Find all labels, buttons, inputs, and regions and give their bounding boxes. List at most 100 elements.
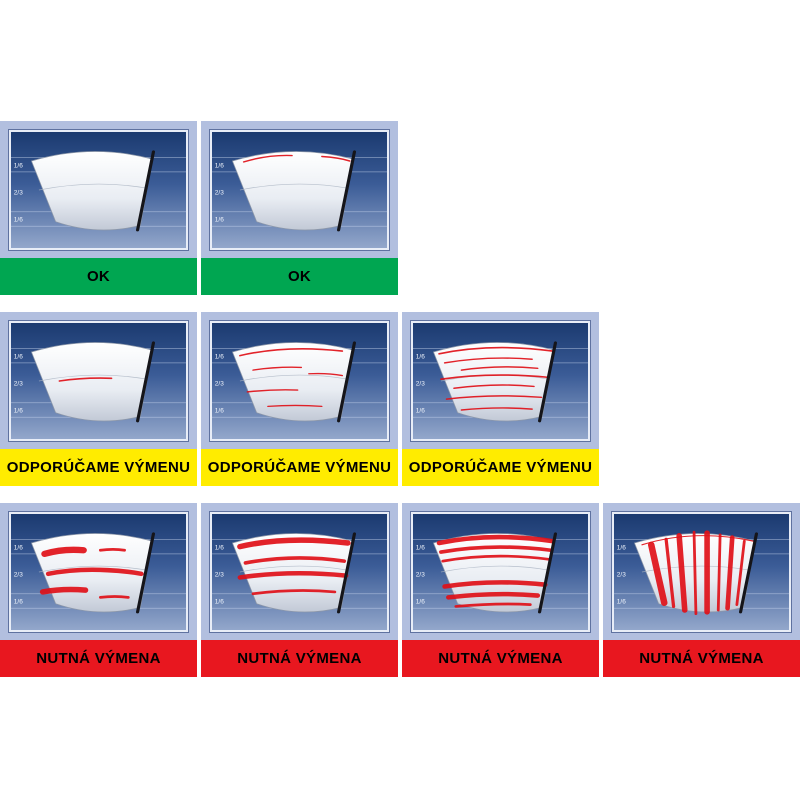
wear-streak	[237, 571, 349, 580]
tick-bottom: 1/6	[215, 217, 224, 224]
wear-streaks	[438, 346, 554, 411]
status-label-required: NUTNÁ VÝMENA	[402, 640, 599, 677]
wear-streak	[39, 586, 89, 595]
status-label-required: NUTNÁ VÝMENA	[603, 640, 800, 677]
wear-streak	[252, 366, 303, 371]
tick-bottom: 1/6	[14, 408, 23, 415]
tick-middle: 2/3	[215, 190, 224, 197]
wipe-reflection-line	[239, 565, 348, 573]
tick-middle: 2/3	[416, 381, 425, 388]
wear-streak	[243, 556, 347, 565]
wear-streak	[440, 374, 550, 381]
zone-tick-labels: 1/62/31/6	[215, 162, 224, 223]
wipe-reflection-line	[440, 565, 549, 573]
wear-streak	[735, 539, 746, 606]
tick-middle: 2/3	[14, 190, 23, 197]
wear-streak	[445, 395, 543, 400]
wipe-reflection-line	[38, 565, 147, 573]
windshield-svg: 1/62/31/6	[413, 514, 588, 630]
wear-streak	[453, 384, 535, 389]
tick-middle: 2/3	[14, 381, 23, 388]
tick-top: 1/6	[416, 353, 425, 360]
tick-bottom: 1/6	[14, 217, 23, 224]
wear-streak	[442, 580, 548, 589]
wear-streak	[251, 589, 337, 596]
wear-streak	[436, 534, 555, 546]
wear-streaks	[436, 534, 555, 608]
zone-tick-labels: 1/62/31/6	[14, 544, 23, 605]
wear-streak	[647, 541, 668, 606]
wiper-blade	[337, 341, 357, 423]
wear-streak	[321, 155, 351, 162]
windshield-svg: 1/62/31/6	[614, 514, 789, 630]
wear-streak	[267, 404, 323, 408]
status-label-required: NUTNÁ VÝMENA	[0, 640, 197, 677]
wiper-blade	[136, 150, 156, 232]
status-label-ok: OK	[0, 258, 197, 295]
windshield-svg: 1/62/31/6	[11, 132, 186, 248]
wear-streak	[641, 535, 755, 546]
zone-tick-labels: 1/62/31/6	[215, 353, 224, 414]
wear-streak	[460, 366, 539, 371]
wear-streak	[441, 554, 551, 563]
wear-streaks	[242, 154, 351, 163]
wipe-reflection-line	[38, 374, 147, 382]
zone-tick-labels: 1/62/31/6	[416, 544, 425, 605]
status-label-recommend: ODPORÚČAME VÝMENU	[0, 449, 197, 486]
wear-streak	[446, 591, 541, 600]
wear-streak	[716, 533, 722, 612]
wear-streak	[246, 389, 299, 393]
wear-streak	[242, 154, 293, 163]
windshield-svg: 1/62/31/6	[413, 323, 588, 439]
wear-streak	[454, 602, 532, 608]
wiper-blade	[538, 341, 558, 423]
status-label-recommend: ODPORÚČAME VÝMENU	[402, 449, 599, 486]
tick-middle: 2/3	[416, 572, 425, 579]
wiper-blade	[538, 532, 558, 614]
status-label-required: NUTNÁ VÝMENA	[201, 640, 398, 677]
tick-top: 1/6	[617, 544, 626, 551]
tick-top: 1/6	[215, 353, 224, 360]
zone-tick-labels: 1/62/31/6	[14, 353, 23, 414]
wiper-blade	[136, 341, 156, 423]
wear-streak	[664, 537, 676, 609]
wear-streak	[98, 595, 130, 599]
wiper-blade	[337, 532, 357, 614]
wear-streaks	[58, 377, 113, 382]
zone-tick-labels: 1/62/31/6	[14, 162, 23, 223]
wear-streak	[45, 567, 144, 577]
windshield-svg: 1/62/31/6	[11, 514, 186, 630]
tick-middle: 2/3	[14, 572, 23, 579]
tick-bottom: 1/6	[215, 599, 224, 606]
wear-streaks	[39, 546, 144, 599]
tick-bottom: 1/6	[14, 599, 23, 606]
windshield-svg: 1/62/31/6	[212, 323, 387, 439]
zone-tick-labels: 1/62/31/6	[215, 544, 224, 605]
tick-bottom: 1/6	[617, 599, 626, 606]
wiper-blade	[739, 532, 759, 614]
wear-streak	[239, 347, 344, 357]
wear-streak	[439, 545, 553, 554]
